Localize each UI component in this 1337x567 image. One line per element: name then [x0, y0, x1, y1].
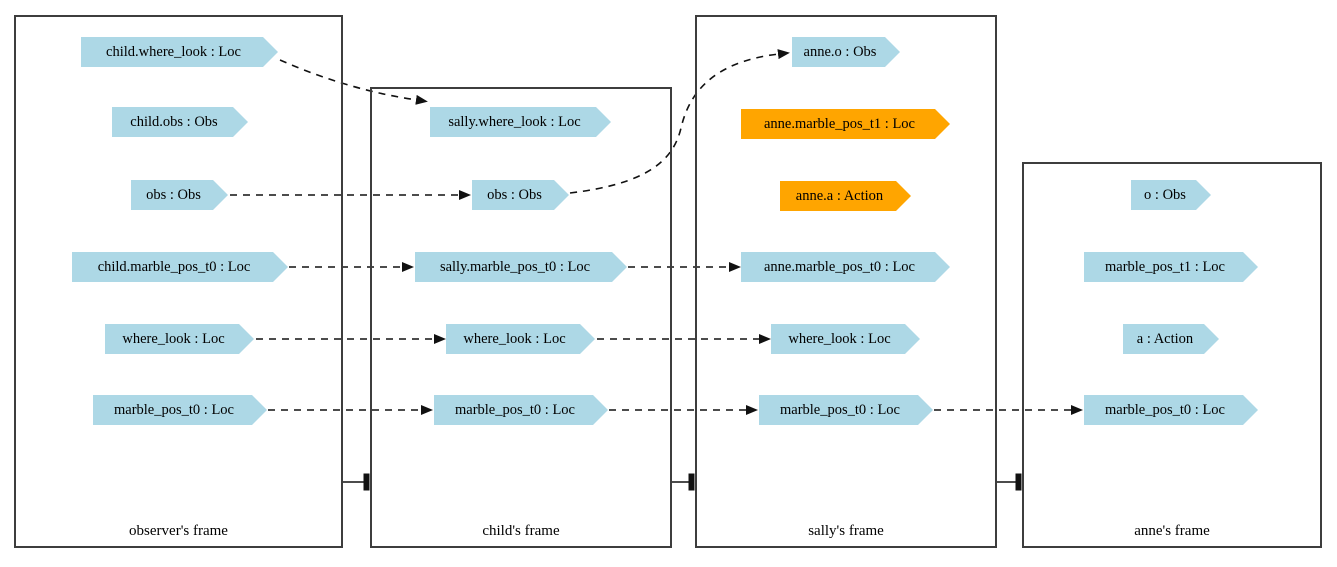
- frame-anne: anne's frame: [1022, 162, 1322, 548]
- frame-anne-caption: anne's frame: [1134, 523, 1210, 539]
- node-sally-anne-marble-pos-t1: anne.marble_pos_t1 : Loc: [741, 109, 950, 139]
- node-child-obs: obs : Obs: [472, 180, 569, 210]
- frame-sally-caption: sally's frame: [808, 523, 884, 539]
- frame-link-sally-anne: [997, 473, 1022, 491]
- node-anne-marble-pos-t0: marble_pos_t0 : Loc: [1084, 395, 1258, 425]
- frame-sally: sally's frame: [695, 15, 997, 548]
- node-observer-where-look: where_look : Loc: [105, 324, 254, 354]
- node-sally-marble-pos-t0: marble_pos_t0 : Loc: [759, 395, 933, 425]
- frame-link-observer-child: [343, 473, 370, 491]
- node-child-marble-pos-t0: marble_pos_t0 : Loc: [434, 395, 608, 425]
- node-observer-child-obs: child.obs : Obs: [112, 107, 248, 137]
- node-anne-o: o : Obs: [1131, 180, 1211, 210]
- node-sally-anne-o: anne.o : Obs: [792, 37, 900, 67]
- node-observer-child-marble-pos-t0: child.marble_pos_t0 : Loc: [72, 252, 288, 282]
- node-anne-a: a : Action: [1123, 324, 1219, 354]
- frame-observer: observer's frame: [14, 15, 343, 548]
- frame-child-caption: child's frame: [482, 523, 560, 539]
- frame-observer-caption: observer's frame: [129, 523, 228, 539]
- node-anne-marble-pos-t1: marble_pos_t1 : Loc: [1084, 252, 1258, 282]
- node-child-sally-where-look: sally.where_look : Loc: [430, 107, 611, 137]
- frame-child: child's frame: [370, 87, 672, 548]
- frame-link-child-sally: [672, 473, 695, 491]
- node-observer-child-where-look: child.where_look : Loc: [81, 37, 278, 67]
- node-sally-where-look: where_look : Loc: [771, 324, 920, 354]
- node-sally-anne-marble-pos-t0: anne.marble_pos_t0 : Loc: [741, 252, 950, 282]
- node-observer-marble-pos-t0: marble_pos_t0 : Loc: [93, 395, 267, 425]
- node-child-where-look: where_look : Loc: [446, 324, 595, 354]
- node-observer-obs: obs : Obs: [131, 180, 228, 210]
- node-child-sally-marble-pos-t0: sally.marble_pos_t0 : Loc: [415, 252, 627, 282]
- node-sally-anne-a: anne.a : Action: [780, 181, 911, 211]
